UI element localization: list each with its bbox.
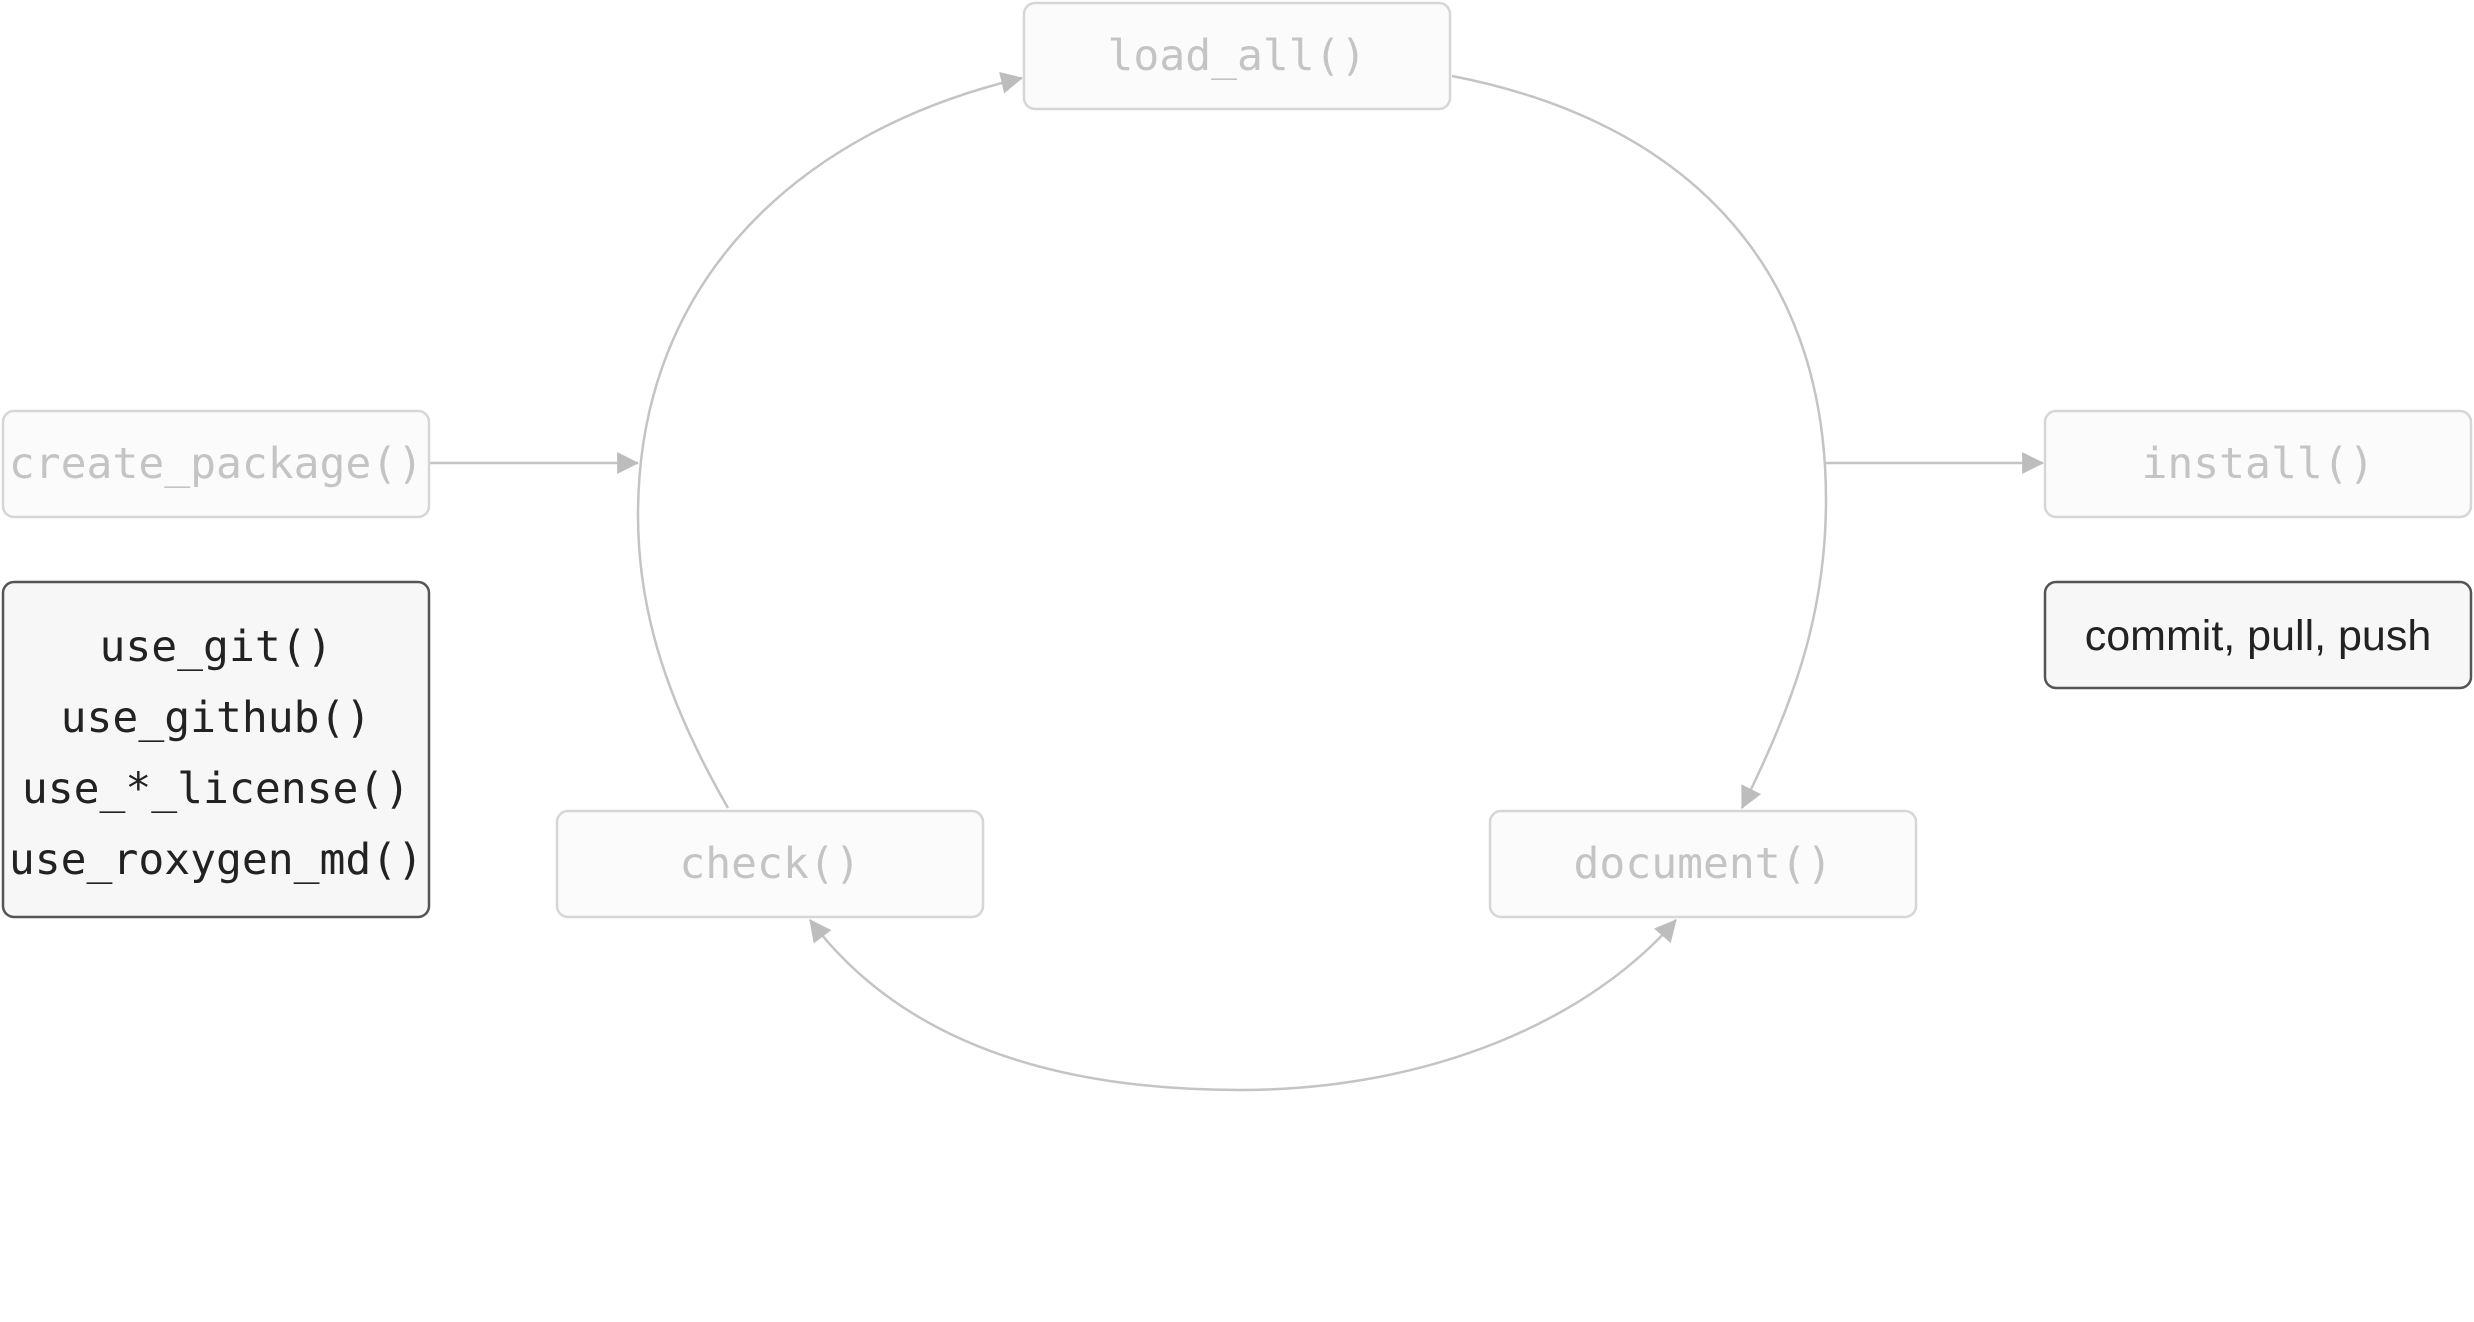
node-git-label: commit, pull, push — [2085, 612, 2432, 660]
node-install-label: install() — [2142, 439, 2375, 489]
node-document: document() — [1488, 809, 1918, 919]
arrow-check-to-load-all — [636, 72, 1024, 809]
node-load-all-label: load_all() — [1108, 31, 1367, 81]
setup-item-use-git: use_git() — [100, 622, 333, 672]
node-check-label: check() — [679, 839, 860, 889]
node-create-package: create_package() — [1, 409, 431, 519]
node-check: check() — [555, 809, 985, 919]
node-load-all: load_all() — [1022, 1, 1452, 111]
setup-item-use-license: use_*_license() — [22, 764, 410, 814]
setup-item-use-roxygen-md: use_roxygen_md() — [9, 835, 423, 885]
node-git: commit, pull, push — [2043, 580, 2473, 690]
arrow-document-check-bottom — [809, 919, 1677, 1092]
arrow-load-all-to-document — [1451, 74, 1828, 809]
node-document-label: document() — [1574, 839, 1833, 889]
node-setup: use_git() use_github() use_*_license() u… — [1, 580, 431, 919]
node-install: install() — [2043, 409, 2473, 519]
setup-item-use-github: use_github() — [61, 693, 372, 743]
node-create-package-label: create_package() — [9, 439, 423, 489]
